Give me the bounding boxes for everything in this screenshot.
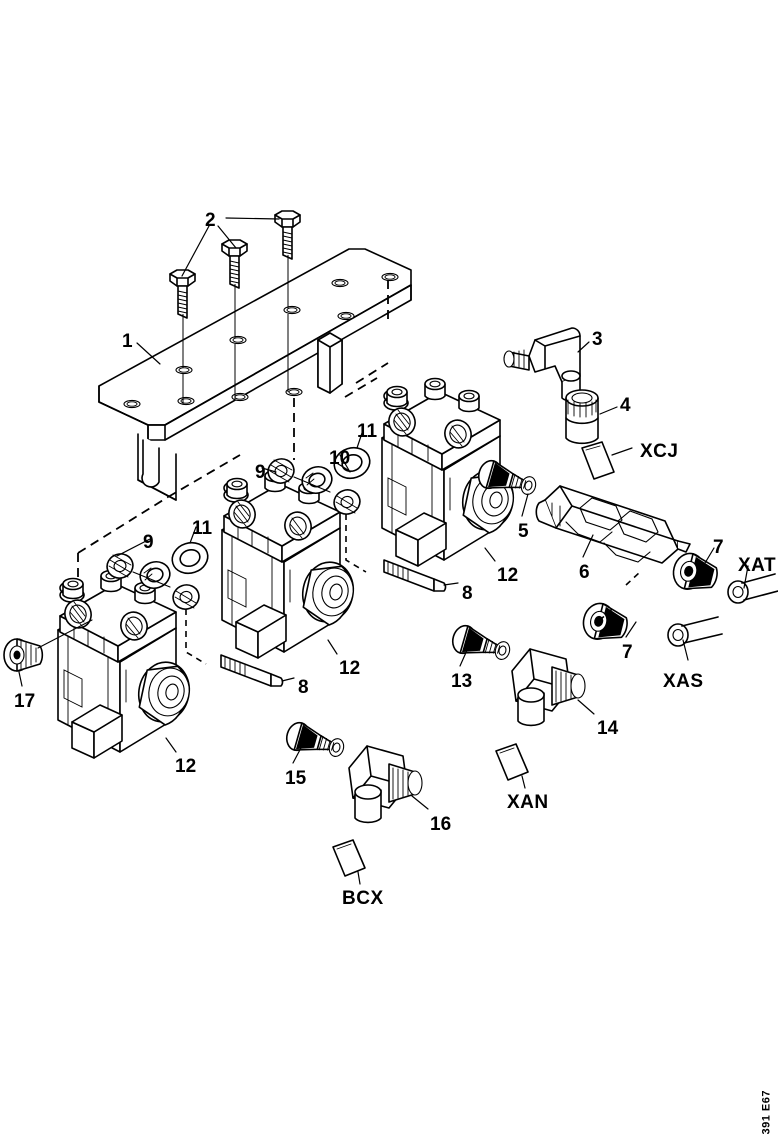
part-seal-ring-lower [139, 560, 171, 590]
part-spacer-upper [333, 489, 361, 515]
callout-11-upper: 11 [357, 421, 378, 442]
part-adapter-nipple-lower [448, 622, 514, 667]
callout-3: 3 [592, 329, 603, 350]
part-mounting-bracket-plate [98, 248, 412, 501]
callout-11-lower: 11 [192, 518, 213, 539]
callout-12-middle: 12 [339, 658, 361, 679]
part-end-plug-fitting [3, 638, 44, 672]
callout-8-upper: 8 [462, 583, 473, 604]
callout-15: 15 [285, 768, 307, 789]
callout-17: 17 [14, 691, 36, 712]
callout-7-upper: 7 [713, 537, 724, 558]
callout-10: 10 [329, 448, 351, 469]
part-long-stud-bolt-upper [383, 559, 447, 592]
part-hex-head-bolt-1 [169, 269, 196, 319]
part-hex-head-bolt-2 [221, 239, 248, 289]
callout-xan: XAN [507, 792, 549, 813]
part-connector-sleeve [565, 389, 599, 445]
part-plug-fitting-lower [582, 602, 628, 640]
callout-12-upper: 12 [497, 565, 519, 586]
port-stub-xat [727, 573, 778, 604]
part-bushing-upper [267, 458, 295, 484]
diagram-sheet: .ln{fill:none;stroke:#000;stroke-width:1… [3, 210, 778, 1134]
callout-14: 14 [597, 718, 619, 739]
part-hex-head-bolt-3 [274, 210, 301, 260]
callout-xcj: XCJ [640, 441, 679, 462]
exploded-parts-illustration: .ln{fill:none;stroke:#000;stroke-width:1… [3, 210, 778, 885]
callout-5: 5 [518, 521, 529, 542]
callout-16: 16 [430, 814, 452, 835]
callout-12-lower: 12 [175, 756, 197, 777]
port-stub-xas [667, 616, 723, 647]
callout-13: 13 [451, 671, 473, 692]
part-spacer-lower [172, 584, 200, 610]
callout-9-upper: 9 [255, 462, 266, 483]
callout-xat: XAT [738, 555, 777, 576]
callout-1: 1 [122, 331, 133, 352]
part-plug-fitting-upper [672, 552, 718, 590]
port-stub-xan [495, 743, 529, 781]
callout-7-lower: 7 [622, 642, 633, 663]
callout-6: 6 [579, 562, 590, 583]
part-o-ring-lower [171, 541, 209, 575]
callout-8-lower: 8 [298, 677, 309, 698]
figure-id: 391 E67 [760, 1090, 772, 1134]
callout-4: 4 [620, 395, 631, 416]
callout-2: 2 [205, 210, 216, 231]
part-bushing-lower [106, 553, 134, 579]
port-stub-xcj [581, 441, 615, 480]
part-elbow-fitting-upper [503, 327, 581, 402]
part-long-stud-bolt-lower [220, 654, 284, 687]
part-adapter-nipple-bottom [282, 719, 348, 764]
port-stub-bcx [332, 839, 366, 877]
part-elbow-fitting-bcx [348, 745, 423, 824]
callout-bcx: BCX [342, 888, 384, 909]
part-elbow-fitting-xan [511, 648, 586, 727]
part-seal-ring-upper [301, 465, 333, 495]
callout-xas: XAS [663, 671, 704, 692]
part-manifold-rail [535, 485, 691, 564]
callout-9-lower: 9 [143, 532, 154, 553]
